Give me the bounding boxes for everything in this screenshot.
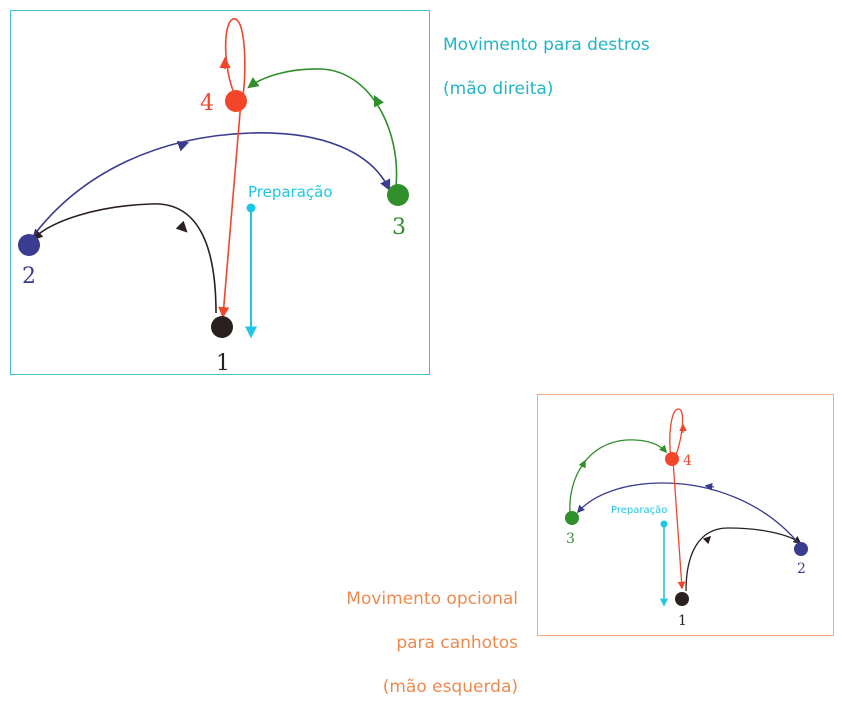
lh-beat-1-dot [675, 592, 689, 606]
lh-beat-2-label: 2 [797, 561, 806, 577]
left-hand-diagram: 1 2 3 4 Preparação [565, 408, 808, 629]
lh-beat-3-label: 3 [566, 531, 575, 547]
lh-arrowhead-2-to-3-mid [704, 482, 715, 491]
arrowhead-1-to-2-mid [175, 220, 188, 233]
lh-beat-4-label: 4 [683, 453, 692, 469]
right-hand-caption-line1: Movimento para destros [443, 35, 650, 55]
lh-preparation-dot [660, 520, 668, 528]
beat-4-label: 4 [200, 91, 214, 116]
right-hand-caption: Movimento para destros (mão direita) [443, 12, 650, 122]
preparation-dot [246, 203, 256, 213]
left-hand-caption-line2: para canhotos [396, 633, 518, 653]
lh-arrowhead-1-to-2-mid [702, 535, 712, 545]
lh-preparation-label: Preparação [611, 505, 667, 516]
beat-1-label: 1 [216, 351, 230, 376]
path-beat-3-to-4 [247, 68, 398, 187]
right-hand-diagram-frame: 1 2 3 4 Preparação [10, 10, 430, 376]
arrowhead-3-to-4-mid [373, 94, 385, 108]
lh-arrowhead-3-to-4-mid [578, 459, 586, 469]
path-beat-1-to-2 [31, 203, 217, 314]
lh-beat-1-label: 1 [678, 613, 687, 629]
beat-3-dot [387, 184, 409, 206]
left-hand-caption-line3: (mão esquerda) [382, 677, 518, 697]
path-beat-4-loop [224, 18, 246, 97]
arrowhead-2-to-3-mid [176, 140, 190, 152]
left-hand-caption-line1: Movimento opcional [346, 589, 518, 609]
lh-beat-4-dot [665, 452, 679, 466]
lh-path-beat-4-loop [669, 408, 684, 459]
beat-2-label: 2 [22, 264, 36, 289]
right-hand-diagram: 1 2 3 4 Preparação [18, 18, 409, 376]
beat-2-dot [18, 234, 40, 256]
left-hand-diagram-frame: 1 2 3 4 Preparação [537, 394, 834, 636]
lh-path-beat-4-to-1 [672, 459, 686, 590]
preparation-label: Preparação [248, 183, 333, 201]
lh-path-beat-1-to-2 [685, 527, 802, 592]
path-beat-2-to-3 [30, 132, 391, 240]
lh-beat-3-dot [565, 511, 579, 525]
lh-beat-2-dot [794, 542, 808, 556]
right-hand-caption-line2: (mão direita) [443, 79, 554, 99]
beat-1-dot [211, 316, 233, 338]
beat-3-label: 3 [392, 215, 406, 240]
beat-4-dot [225, 90, 247, 112]
left-hand-caption: Movimento opcional para canhotos (mão es… [300, 566, 518, 720]
lh-path-beat-3-to-4 [569, 439, 668, 514]
lh-path-beat-2-to-3 [576, 482, 801, 546]
path-beat-4-to-1 [218, 100, 242, 319]
